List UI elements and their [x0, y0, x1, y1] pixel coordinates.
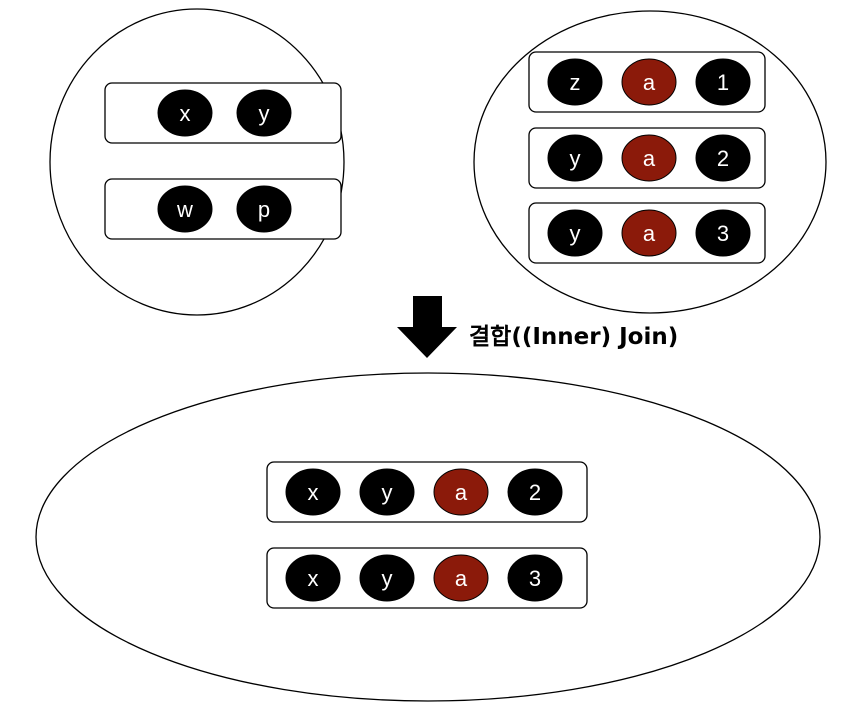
left-set-rows: x y w p [104, 82, 342, 240]
result-set-node-label: a [455, 566, 468, 591]
result-set-value-node [285, 468, 341, 516]
arrow-down-icon [397, 296, 457, 358]
result-set-node-label: y [382, 566, 393, 591]
left-set-node-label: y [259, 101, 270, 126]
right-set-node-label: a [643, 70, 656, 95]
left-set-value-node [157, 89, 213, 137]
right-set-node-label: z [570, 70, 581, 95]
result-set-value-node [507, 468, 563, 516]
right-set-key-node [621, 58, 677, 106]
left-set-row [104, 178, 342, 240]
left-set-node-label: w [176, 197, 193, 222]
result-set-value-node [359, 554, 415, 602]
left-set-value-node [236, 185, 292, 233]
left-set-row [104, 82, 342, 144]
left-set-node-label: p [258, 197, 270, 222]
right-set-key-node [621, 209, 677, 257]
result-set-node-label: y [382, 480, 393, 505]
right-set-rows: z a 1 y a 2 y a 3 [528, 51, 766, 264]
right-set-value-node [695, 134, 751, 182]
right-set-node-label: 2 [717, 146, 729, 171]
result-set-value-node [285, 554, 341, 602]
result-set-key-node [433, 554, 489, 602]
right-set-value-node [547, 134, 603, 182]
right-set-ellipse [473, 10, 827, 314]
result-set-rows: x y a 2 x y a 3 [266, 461, 588, 609]
right-set-value-node [695, 58, 751, 106]
left-set-value-node [157, 185, 213, 233]
left-set-ellipse [49, 8, 345, 316]
right-set-node-label: 1 [717, 70, 729, 95]
right-set-value-node [547, 58, 603, 106]
result-set-node-label: x [308, 480, 319, 505]
right-set-value-node [695, 209, 751, 257]
right-set-node-label: y [570, 221, 581, 246]
result-set-row [266, 461, 588, 523]
result-set-value-node [507, 554, 563, 602]
left-set-node-label: x [180, 101, 191, 126]
result-set-node-label: x [308, 566, 319, 591]
right-set-node-label: a [643, 146, 656, 171]
join-label: 결합((Inner) Join) [469, 324, 678, 350]
result-set-node-label: 2 [529, 480, 541, 505]
right-set-node-label: y [570, 146, 581, 171]
right-set-node-label: a [643, 221, 656, 246]
right-set-value-node [547, 209, 603, 257]
right-set-key-node [621, 134, 677, 182]
result-set-key-node [433, 468, 489, 516]
right-set-node-label: 3 [717, 221, 729, 246]
result-set-node-label: a [455, 480, 468, 505]
result-set-value-node [359, 468, 415, 516]
left-set-value-node [236, 89, 292, 137]
result-set-ellipse [35, 372, 821, 702]
result-set-row [266, 547, 588, 609]
result-set-node-label: 3 [529, 566, 541, 591]
